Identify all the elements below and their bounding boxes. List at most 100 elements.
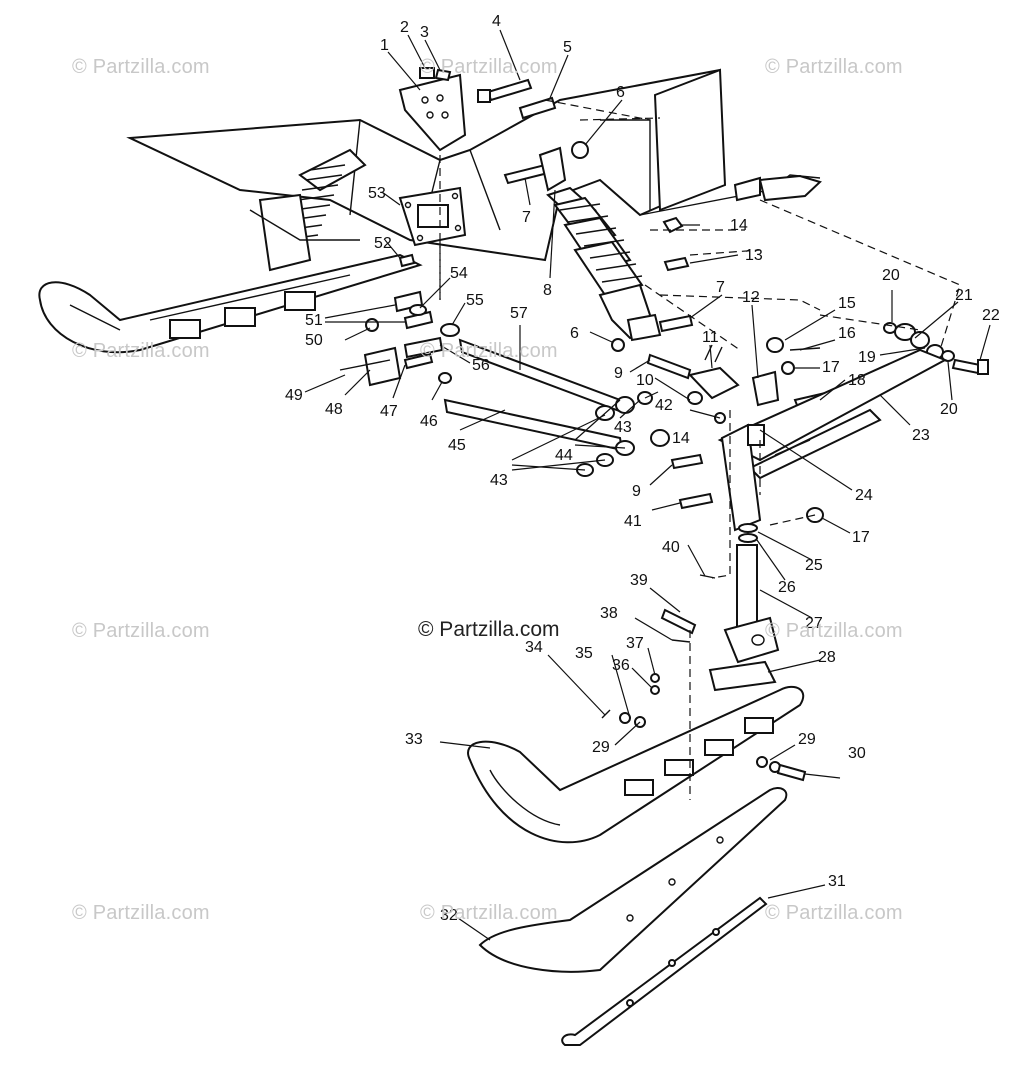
watermark: © Partzilla.com — [420, 902, 558, 924]
spacer-10 — [687, 391, 703, 405]
callout-15: 15 — [838, 295, 856, 312]
callout-49: 49 — [285, 387, 303, 404]
callout-23: 23 — [912, 427, 930, 444]
skag-31 — [561, 896, 768, 1046]
bracket-28 — [708, 660, 777, 692]
watermark-center: © Partzilla.com — [418, 618, 560, 641]
bolt-9-upper — [646, 353, 692, 380]
callout-16: 16 — [838, 325, 856, 342]
callout-9a: 9 — [614, 365, 623, 382]
callout-14a: 14 — [730, 217, 748, 234]
callout-48: 48 — [325, 401, 343, 418]
callout-29b: 29 — [798, 731, 816, 748]
nut-17-upper — [781, 361, 795, 375]
nut-14-upper — [662, 216, 684, 234]
watermark: © Partzilla.com — [72, 340, 210, 362]
washers-25-26 — [738, 523, 758, 543]
callout-6a: 6 — [616, 84, 625, 101]
pin-49 — [339, 359, 391, 371]
bolt-39 — [660, 608, 697, 635]
hardware-34-37 — [601, 673, 660, 728]
callout-labels: 1 2 3 4 5 6 53 7 8 14 13 52 54 55 51 50 … — [285, 13, 1000, 924]
pin-38 — [671, 639, 691, 643]
callout-12: 12 — [742, 289, 760, 306]
callout-27: 27 — [805, 615, 823, 632]
callout-21: 21 — [955, 287, 973, 304]
bolt-9-lower — [670, 453, 704, 470]
watermark: © Partzilla.com — [420, 340, 558, 362]
callout-46: 46 — [420, 413, 438, 430]
bushing-15 — [766, 337, 784, 353]
callout-56: 56 — [472, 357, 490, 374]
callout-22: 22 — [982, 307, 1000, 324]
callout-29a: 29 — [592, 739, 610, 756]
callout-13: 13 — [745, 247, 763, 264]
ski-32 — [478, 787, 788, 973]
front-shock — [538, 146, 662, 342]
callout-50: 50 — [305, 332, 323, 349]
bolt-52 — [398, 253, 416, 268]
spacers-19-20-21 — [883, 322, 955, 362]
bolt-13 — [663, 256, 690, 272]
callout-45: 45 — [448, 437, 466, 454]
washer-55 — [440, 323, 460, 337]
shock-spring — [546, 186, 644, 297]
left-shock-assembly — [249, 148, 367, 272]
callout-2: 2 — [400, 19, 409, 36]
bolt-29-30 — [756, 756, 807, 782]
callout-17b: 17 — [852, 529, 870, 546]
callout-55: 55 — [466, 292, 484, 309]
callout-30: 30 — [848, 745, 866, 762]
bracket-12 — [751, 370, 780, 407]
callout-54: 54 — [450, 265, 468, 282]
callout-31: 31 — [828, 873, 846, 890]
watermark: © Partzilla.com — [765, 902, 903, 924]
watermark: © Partzilla.com — [765, 56, 903, 78]
callout-52: 52 — [374, 235, 392, 252]
assembly-lines — [439, 99, 961, 800]
callout-7b: 7 — [716, 279, 725, 296]
callout-20a: 20 — [882, 267, 900, 284]
callout-44: 44 — [555, 447, 573, 464]
bolt-47 — [403, 352, 434, 370]
bracket-11 — [688, 344, 740, 400]
callout-32: 32 — [440, 907, 458, 924]
callout-17a: 17 — [822, 359, 840, 376]
spindle-housing-24 — [720, 423, 765, 532]
callout-36: 36 — [612, 657, 630, 674]
watermark: © Partzilla.com — [72, 620, 210, 642]
leader-lines — [304, 29, 991, 941]
watermark: © Partzilla.com — [72, 902, 210, 924]
front-ski-33 — [467, 685, 805, 844]
bolt-4 — [477, 78, 533, 103]
watermark: © Partzilla.com — [420, 56, 558, 78]
nut-46 — [438, 372, 452, 384]
callout-20b: 20 — [940, 401, 958, 418]
bolt-22 — [951, 358, 989, 375]
callout-57: 57 — [510, 305, 528, 322]
callout-6b: 6 — [570, 325, 579, 342]
watermark: © Partzilla.com — [765, 620, 903, 642]
callout-41: 41 — [624, 513, 642, 530]
bracket-56 — [403, 336, 444, 359]
callout-40: 40 — [662, 539, 680, 556]
bolt-7-lower — [658, 314, 694, 333]
callout-51: 51 — [305, 312, 323, 329]
bracket-48 — [363, 346, 402, 387]
callout-4: 4 — [492, 13, 501, 30]
callout-8: 8 — [543, 282, 552, 299]
callout-37: 37 — [626, 635, 644, 652]
callout-9b: 9 — [632, 483, 641, 500]
bolt-3 — [434, 68, 452, 82]
spindle-27 — [723, 544, 780, 664]
nut-6-upper — [571, 141, 589, 159]
callout-25: 25 — [805, 557, 823, 574]
left-ski — [38, 253, 423, 354]
callout-28: 28 — [818, 649, 836, 666]
bolt-41 — [678, 492, 714, 510]
bolt-2 — [419, 67, 435, 79]
callout-39: 39 — [630, 572, 648, 589]
callout-35: 35 — [575, 645, 593, 662]
